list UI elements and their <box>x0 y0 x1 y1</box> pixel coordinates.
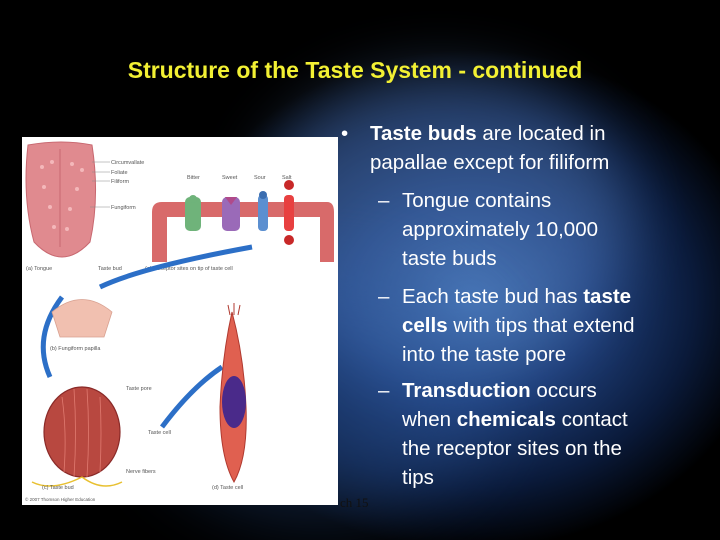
sub3-line2: when chemicals contact <box>402 408 628 431</box>
sweet-receptor <box>222 197 240 231</box>
label-taste-pore: Taste pore <box>126 386 152 392</box>
label-c-taste-bud: (c) Taste bud <box>42 485 74 491</box>
label-sweet: Sweet <box>222 175 238 181</box>
label-receptor-caption: (e) Receptor sites on tip of taste cell <box>145 266 233 272</box>
sub2-line1: Each taste bud has taste <box>402 285 632 308</box>
sub3-line3: the receptor sites on the <box>402 437 622 460</box>
label-nerve-fibers: Nerve fibers <box>126 469 156 475</box>
taste-cell-nucleus <box>222 376 246 428</box>
label-taste-bud: Taste bud <box>98 266 122 272</box>
sub3-line1: Transduction occurs <box>402 379 597 402</box>
taste-diagram: Circumvallate Foliate Filiform Fungiform… <box>25 141 334 502</box>
label-foliate: Foliate <box>111 170 128 176</box>
sub3-line4: tips <box>402 466 434 489</box>
bullet-line1: Taste buds are located in <box>370 122 606 145</box>
label-bitter: Bitter <box>187 175 200 181</box>
label-d-taste-cell: (d) Taste cell <box>212 485 243 491</box>
label-sour: Sour <box>254 175 266 181</box>
salt-channel <box>284 195 294 231</box>
bullet-marker: • <box>341 122 349 145</box>
sub2-line3: into the taste pore <box>402 343 567 366</box>
label-salt: Salt <box>282 175 292 181</box>
arrow-to-taste-cell <box>160 364 224 429</box>
label-fungiform-papilla: (b) Fungiform papilla <box>50 346 101 352</box>
sub1-line3: taste buds <box>402 247 497 270</box>
sub2-dash: – <box>378 285 390 308</box>
taste-bud-shape <box>43 386 121 478</box>
sub1-line1: Tongue contains <box>402 189 552 212</box>
slide-footer: ch 15 <box>340 495 369 510</box>
label-fungiform: Fungiform <box>111 205 136 211</box>
arrow-to-taste-bud <box>40 295 65 379</box>
bullet-line2: papallae except for filiform <box>370 151 610 174</box>
bitter-receptor <box>185 197 201 231</box>
fungiform-papilla <box>51 299 113 338</box>
sub2-line2: cells with tips that extend <box>402 314 635 337</box>
sub3-dash: – <box>378 379 390 402</box>
label-filiform: Filiform <box>111 179 129 185</box>
label-tongue: (a) Tongue <box>26 266 52 272</box>
sub1-dash: – <box>378 189 390 212</box>
label-taste-cell: Taste cell <box>148 430 171 436</box>
sub1-line2: approximately 10,000 <box>402 218 599 241</box>
arrow-to-tongue <box>98 244 253 290</box>
receptor-membrane <box>152 202 334 262</box>
taste-system-figure: Circumvallate Foliate Filiform Fungiform… <box>22 137 338 505</box>
copyright: © 2007 Thomson Higher Education <box>25 496 96 502</box>
label-circumvallate: Circumvallate <box>111 160 144 166</box>
sour-channel <box>258 195 268 231</box>
slide-title: Structure of the Taste System - continue… <box>127 57 583 83</box>
tongue-shape <box>25 141 97 258</box>
